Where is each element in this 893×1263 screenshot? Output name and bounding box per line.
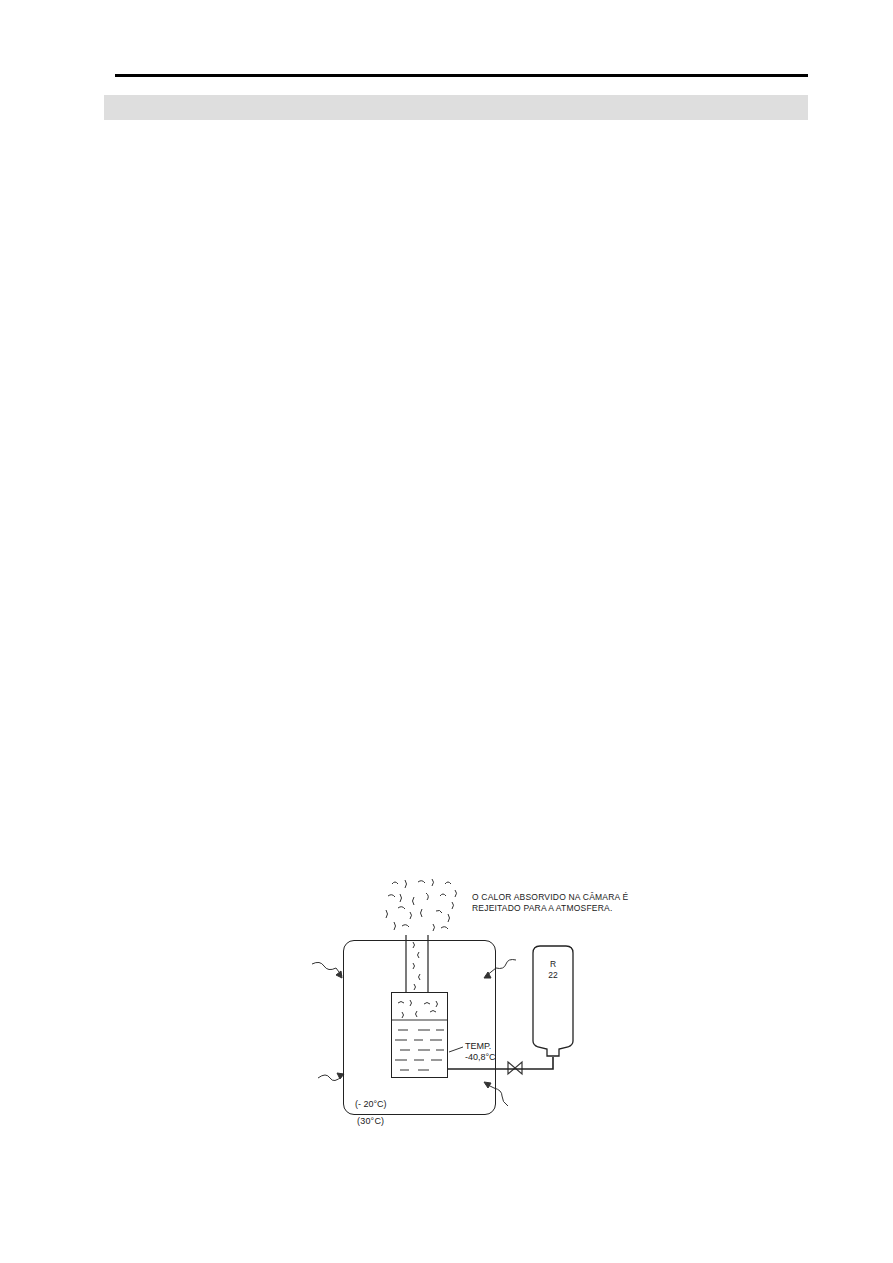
refrigerant-tank: TEMP. -40,8°C <box>391 992 448 1078</box>
cold-chamber: (- 20°C) TEMP. -40,8°C <box>343 940 496 1115</box>
feed-pipe <box>448 1057 553 1069</box>
heat-note: O CALOR ABSORVIDO NA CÂMARA É REJEITADO … <box>472 892 672 913</box>
tank-temperature: TEMP. -40,8°C <box>465 1041 496 1064</box>
ambient-temperature: (30°C) <box>357 1116 417 1127</box>
r22-cylinder: R 22 <box>532 945 574 1057</box>
header-bar <box>104 95 808 120</box>
cylinder-label: R 22 <box>532 959 574 980</box>
chamber-temperature: (- 20°C) <box>355 1099 387 1110</box>
top-rule <box>115 74 808 77</box>
